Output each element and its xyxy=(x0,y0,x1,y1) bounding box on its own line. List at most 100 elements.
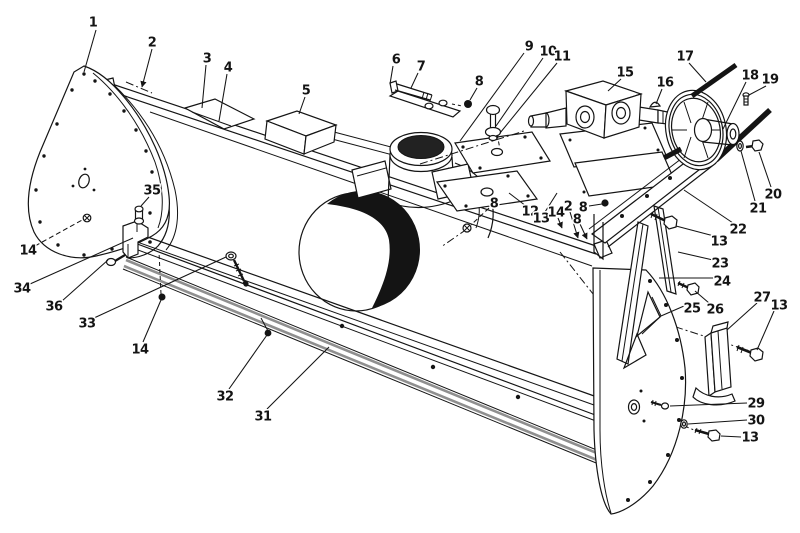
part-number-label: 31 xyxy=(254,410,272,425)
bolt-36 xyxy=(105,257,117,267)
part-number-label: 8 xyxy=(490,197,499,212)
part-number-label: 36 xyxy=(45,300,63,315)
part-number-label: 3 xyxy=(203,52,212,67)
axle-shaft xyxy=(714,107,772,163)
lower-right-hardware xyxy=(650,399,721,442)
part-number-label: 12 xyxy=(521,205,538,220)
part-number-label: 14 xyxy=(19,244,37,259)
leader-line xyxy=(669,402,748,407)
carriage-bolt-14 xyxy=(158,293,166,301)
part-number-label: 8 xyxy=(573,213,582,228)
bolt-13 xyxy=(663,215,678,230)
leader-line xyxy=(140,48,153,88)
leader-line xyxy=(660,305,685,317)
leader-line xyxy=(29,237,134,285)
leader-line xyxy=(607,78,622,92)
bolt-13-lower xyxy=(707,429,721,442)
frame-channel xyxy=(588,145,717,261)
part-number-label: 24 xyxy=(713,275,731,290)
part-number-label: 20 xyxy=(764,188,782,203)
leader-line xyxy=(61,259,109,302)
leader-line xyxy=(228,334,268,390)
carriage-bolt-9-10-11 xyxy=(484,104,502,150)
top-support-channel xyxy=(388,90,462,118)
deflector-plate xyxy=(183,98,256,130)
part-number-label: 23 xyxy=(711,257,729,272)
part-number-label: 17 xyxy=(676,50,694,65)
leader-line xyxy=(142,299,162,343)
leader-line xyxy=(720,435,742,438)
leader-line xyxy=(588,203,603,207)
part-number-label: 32 xyxy=(216,390,233,405)
plate-center-hole xyxy=(78,173,90,189)
bolt-13-stand xyxy=(749,347,764,362)
bolt-20 xyxy=(751,139,764,152)
stand xyxy=(692,321,764,406)
leader-line xyxy=(495,57,544,127)
part-number-label: 11 xyxy=(553,50,571,65)
leader-line xyxy=(266,346,330,410)
leader-line xyxy=(687,419,748,425)
leader-line xyxy=(677,251,714,261)
left-side-plate xyxy=(27,65,171,259)
part-number-label: 10 xyxy=(539,45,557,60)
leader-line xyxy=(722,81,747,130)
leader-line xyxy=(389,65,394,85)
main-housing-panel xyxy=(105,84,607,425)
part-number-label: 27 xyxy=(753,291,771,306)
lower-support-channel xyxy=(125,229,598,406)
part-number-label: 5 xyxy=(302,84,311,99)
leader-line xyxy=(688,62,707,83)
stand-foot xyxy=(692,386,736,406)
leader-line xyxy=(569,211,580,239)
leader-line xyxy=(655,88,663,105)
leader-line xyxy=(508,192,527,207)
leader-line xyxy=(459,52,525,142)
part-number-label: 16 xyxy=(656,76,674,91)
part-number-label: 19 xyxy=(761,73,779,88)
part-number-label: 14 xyxy=(547,206,565,221)
leader-line xyxy=(218,73,228,122)
air-cleaner-top xyxy=(397,135,445,159)
rod-bolt xyxy=(389,80,472,108)
part-number-label: 34 xyxy=(13,282,31,297)
carriage-bolt-32 xyxy=(264,329,272,337)
leader-line xyxy=(675,225,715,237)
leader-line xyxy=(758,151,772,188)
leader-line xyxy=(140,196,150,207)
leader-line xyxy=(748,85,767,96)
leader-line xyxy=(34,218,85,247)
leader-line xyxy=(579,223,588,240)
nut-8-ball xyxy=(601,199,609,207)
part-number-label: 15 xyxy=(616,66,634,81)
part-number-label: 4 xyxy=(224,61,233,76)
part-number-label: 33 xyxy=(78,317,96,332)
woodruff-key xyxy=(648,101,662,108)
leader-line xyxy=(683,189,734,224)
part-number-label: 18 xyxy=(741,69,759,84)
part-number-label: 13 xyxy=(741,431,759,446)
leader-line xyxy=(694,290,710,304)
part-number-label: 2 xyxy=(148,36,157,51)
leader-line xyxy=(298,96,306,115)
leader-line xyxy=(410,72,419,89)
leader-line xyxy=(651,296,662,317)
leader-line xyxy=(544,192,558,213)
leader-line xyxy=(470,207,490,226)
part-number-label: 13 xyxy=(532,212,550,227)
upper-mount-plate xyxy=(454,131,551,174)
support-bracket xyxy=(264,110,411,160)
leader-line xyxy=(756,310,775,351)
part-number-label: 2 xyxy=(564,200,573,215)
part-number-label: 6 xyxy=(392,53,401,68)
leader-line xyxy=(556,217,563,229)
part-number-label: 21 xyxy=(749,202,767,217)
part-number-label: 8 xyxy=(475,75,484,90)
alignment-bolt-marks xyxy=(462,223,603,306)
part-number-label: 9 xyxy=(525,40,534,55)
part-number-label: 13 xyxy=(710,235,728,250)
triangle-cutout-2 xyxy=(622,332,647,370)
